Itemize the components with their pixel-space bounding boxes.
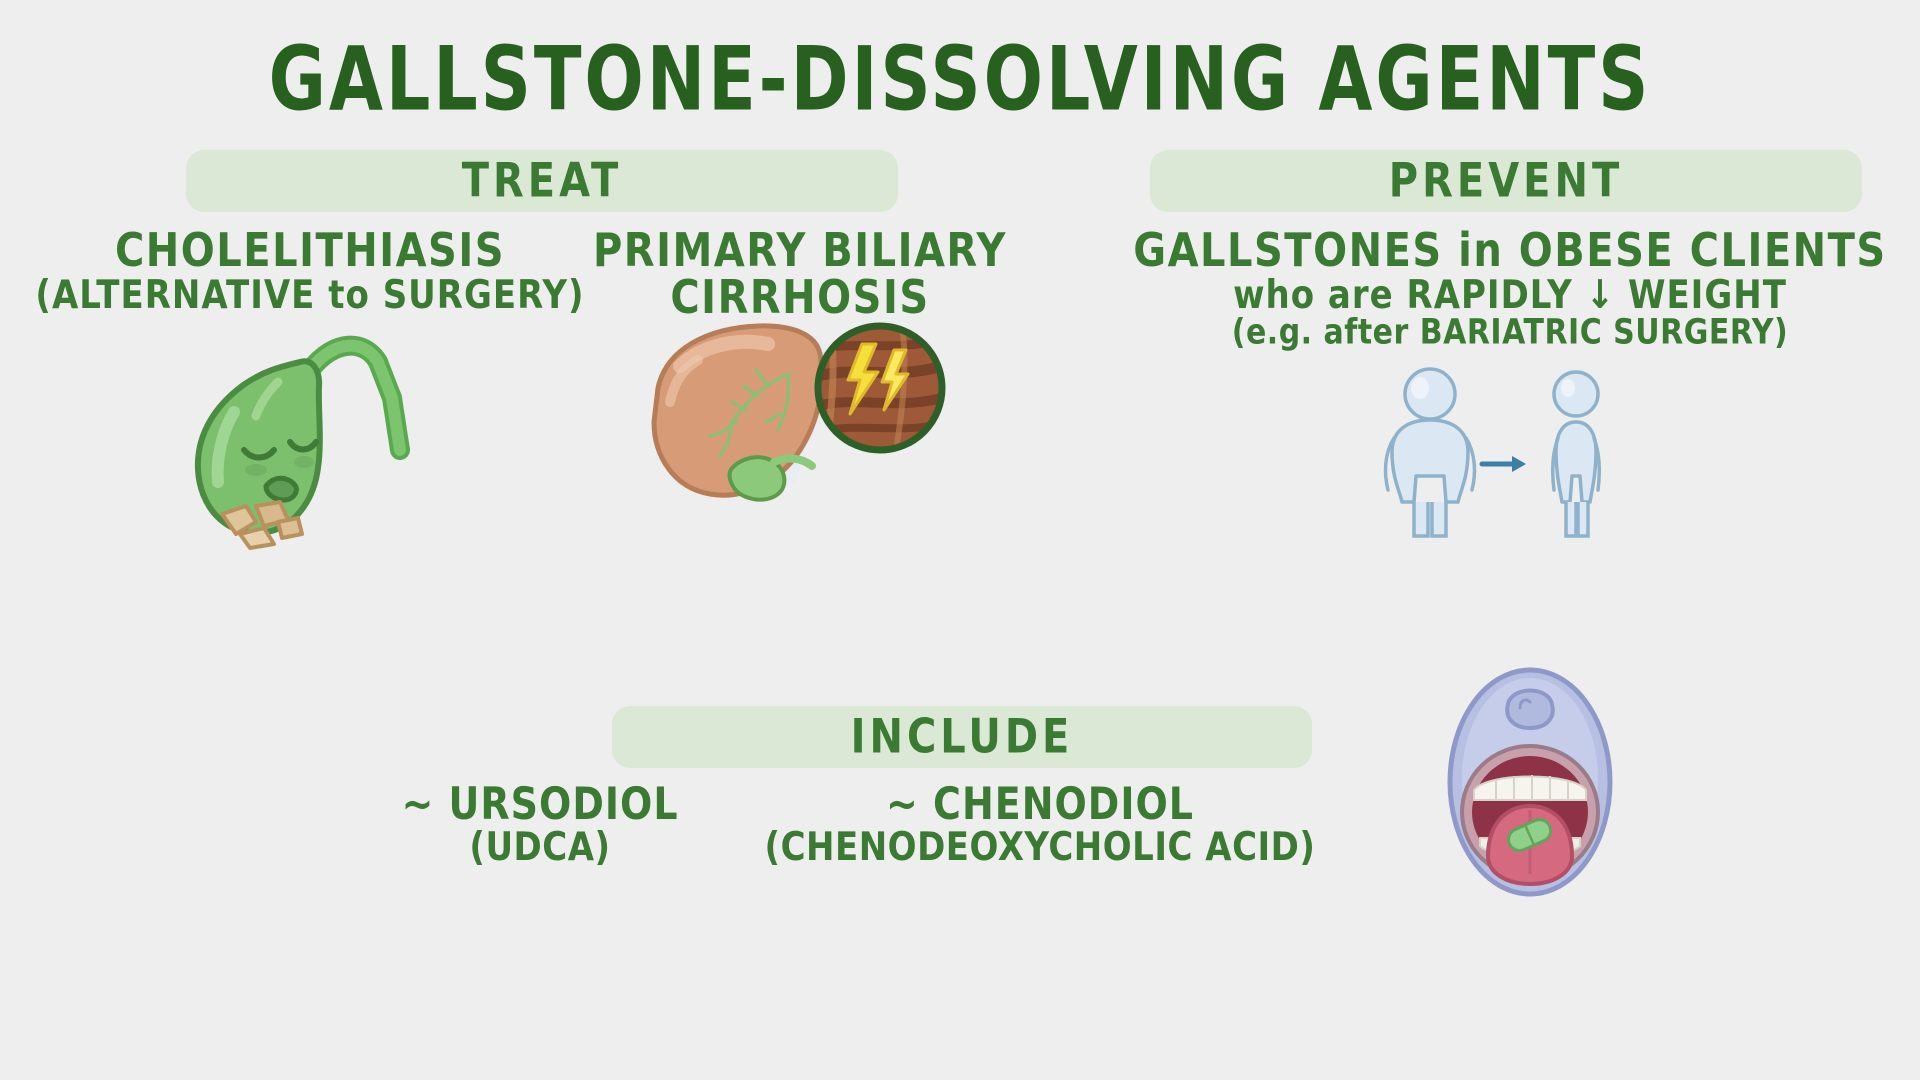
prevent-line2: who are RAPIDLY ↓ WEIGHT [1233, 271, 1787, 319]
prevent-body-text: GALLSTONES in OBESE CLIENTS who are RAPI… [1130, 224, 1890, 354]
pbc-line1: PRIMARY BILIARY [592, 224, 1008, 278]
gallbladder-icon [160, 300, 440, 580]
thin-body-icon [1551, 370, 1601, 538]
cholelithiasis-line2: (ALTERNATIVE to SURGERY) [35, 271, 585, 319]
treat-item-cholelithiasis-text: CHOLELITHIASIS (ALTERNATIVE to SURGERY) [30, 224, 590, 318]
weight-loss-illustration [1370, 360, 1640, 560]
liver-icon [640, 310, 970, 540]
pbc-line2: CIRRHOSIS [670, 271, 930, 325]
section-banner-treat: TREAT [186, 150, 898, 212]
banner-label-include: INCLUDE [850, 709, 1074, 765]
banner-label-prevent: PREVENT [1388, 153, 1624, 209]
drug-chenodiol-sub: (CHENODEOXYCHOLIC ACID) [764, 823, 1316, 871]
prevent-line1: GALLSTONES in OBESE CLIENTS [1133, 224, 1887, 278]
drug-chenodiol: ~ CHENODIOL (CHENODEOXYCHOLIC ACID) [700, 778, 1380, 870]
banner-label-treat: TREAT [461, 153, 623, 209]
drug-chenodiol-name: ~ CHENODIOL [885, 778, 1195, 830]
drug-ursodiol-sub: (UDCA) [469, 823, 611, 871]
arrow-right-icon [1479, 456, 1526, 472]
drug-ursodiol: ~ URSODIOL (UDCA) [380, 778, 700, 870]
pill-icon [1507, 818, 1553, 853]
lightning-bolt-icon [846, 342, 910, 416]
treat-item-pbc-text: PRIMARY BILIARY CIRRHOSIS [580, 224, 1020, 325]
section-banner-prevent: PREVENT [1150, 150, 1862, 212]
obese-body-icon [1383, 367, 1477, 538]
section-banner-include: INCLUDE [612, 706, 1312, 768]
page-title: GALLSTONE-DISSOLVING AGENTS [268, 28, 1652, 131]
drug-ursodiol-name: ~ URSODIOL [401, 778, 679, 830]
cholelithiasis-line1: CHOLELITHIASIS [114, 224, 506, 278]
open-mouth-icon [1440, 660, 1620, 910]
prevent-line3: (e.g. after BARIATRIC SURGERY) [1231, 312, 1789, 354]
